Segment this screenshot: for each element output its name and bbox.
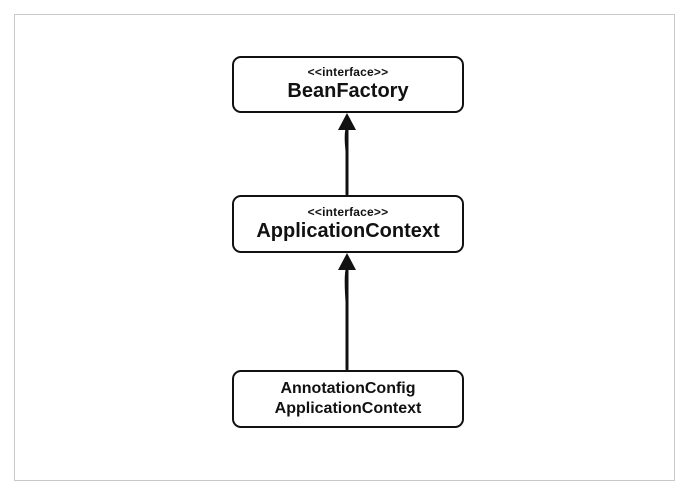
stereotype-label: <<interface>> <box>307 65 389 79</box>
arrow-annotationconfig-to-applicationcontext <box>338 253 356 371</box>
arrowhead-icon <box>338 113 356 130</box>
class-name-line-2: ApplicationContext <box>274 400 422 417</box>
class-name: BeanFactory <box>287 80 409 102</box>
arrow-applicationcontext-to-beanfactory <box>338 113 356 196</box>
beanfactory-interface-box: <<interface>> BeanFactory <box>232 56 464 113</box>
class-name: ApplicationContext <box>256 219 440 242</box>
arrowhead-icon <box>338 253 356 270</box>
applicationcontext-interface-box: <<interface>> ApplicationContext <box>232 195 464 253</box>
class-name-line-1: AnnotationConfig <box>280 380 416 397</box>
annotationconfig-class-box: AnnotationConfig ApplicationContext <box>232 370 464 428</box>
stereotype-label: <<interface>> <box>307 204 389 219</box>
